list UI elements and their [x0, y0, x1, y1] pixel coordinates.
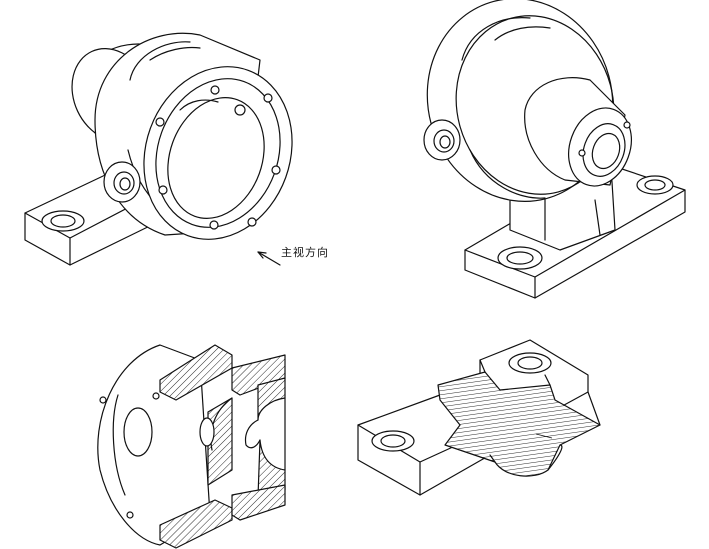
flange-face: [143, 66, 293, 240]
figure-section-base: [357, 339, 601, 496]
view-direction-label: 主视方向: [281, 246, 329, 259]
figure-front-flange: [24, 32, 293, 266]
side-lug-rear: [423, 119, 461, 161]
figure-section-quarter: [97, 344, 286, 549]
figure-rear-boss: [423, 0, 686, 299]
rear-boss-cylinder: [524, 77, 632, 187]
view-direction-arrow: [257, 251, 281, 266]
side-lug: [103, 161, 141, 203]
